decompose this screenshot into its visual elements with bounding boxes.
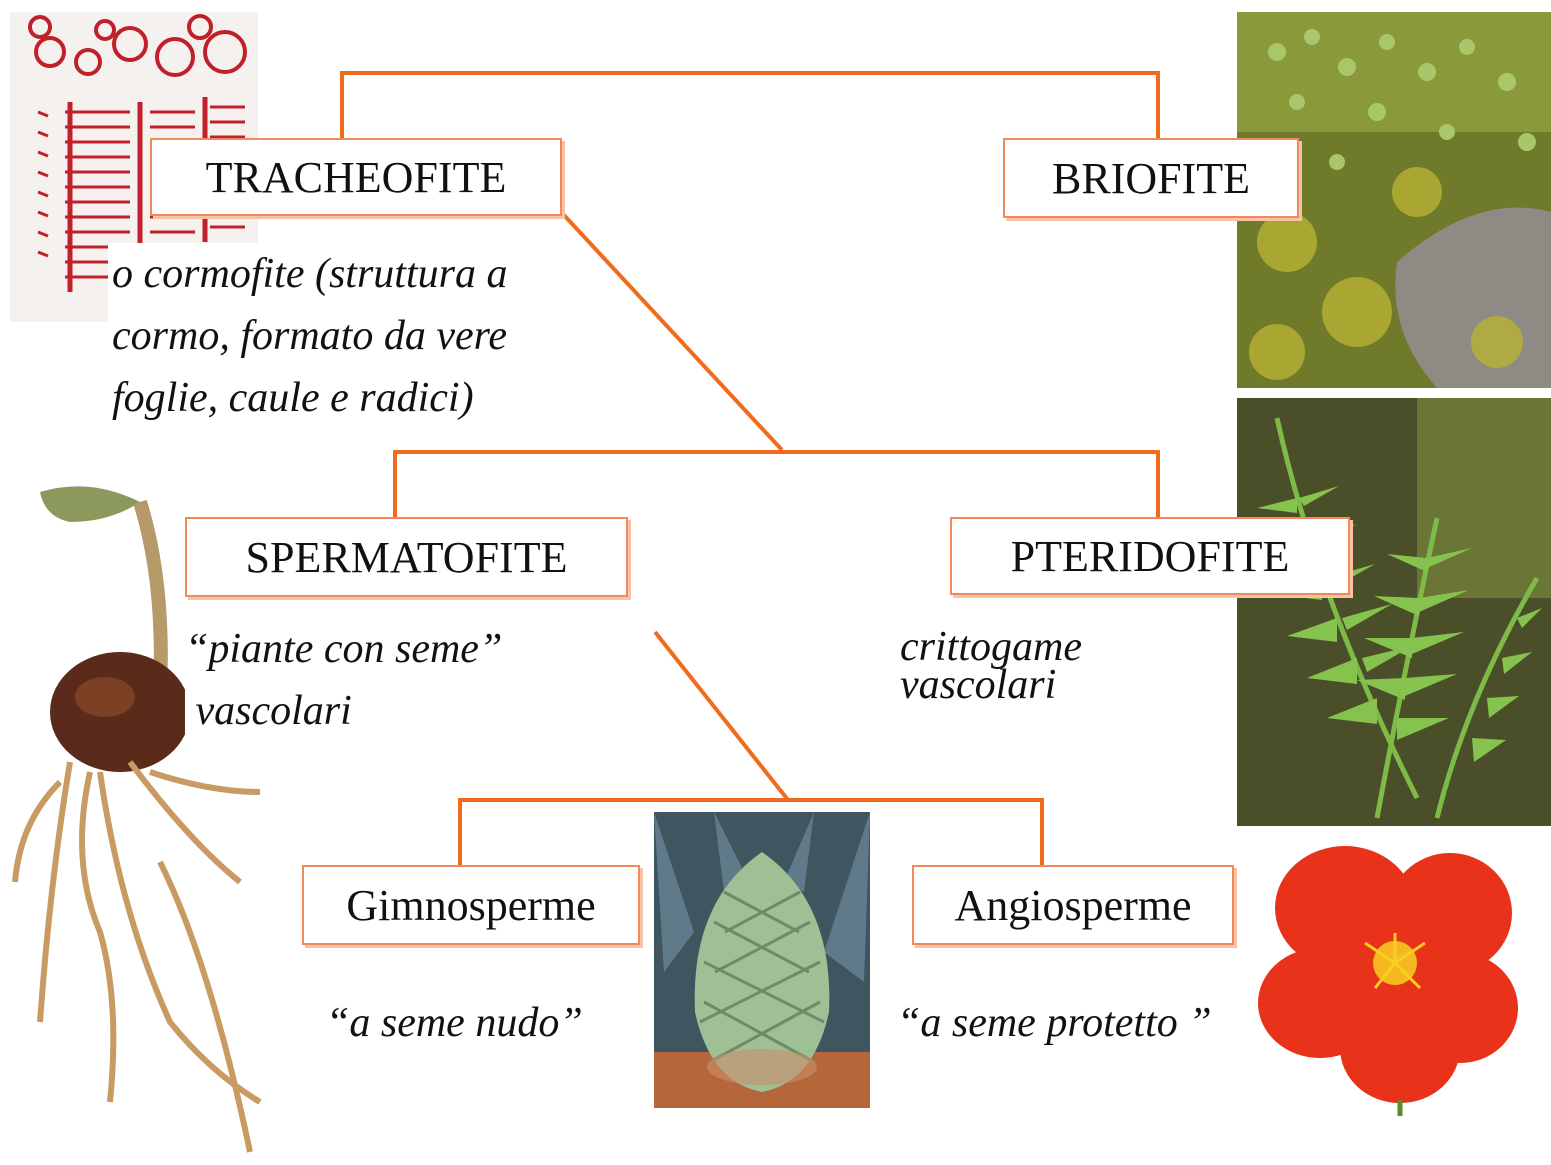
connector-level3 (460, 800, 1042, 865)
note-spermatofite-line-2: vascolari (185, 680, 502, 742)
connector-root (342, 73, 1158, 138)
note-pteridofite-line-2: vascolari (900, 666, 1082, 704)
node-angiosperme: Angiosperme (912, 865, 1234, 945)
note-spermatofite: “piante con seme” vascolari (185, 618, 508, 742)
note-gimnosperme: “a seme nudo” (326, 992, 583, 1054)
connector-tracheofite-branch (562, 213, 782, 450)
note-pteridofite: crittogame vascolari (900, 628, 1082, 704)
node-spermatofite: SPERMATOFITE (185, 517, 628, 597)
node-gimnosperme: Gimnosperme (302, 865, 640, 945)
node-pteridofite: PTERIDOFITE (950, 517, 1350, 595)
note-tracheofite-line-2: cormo, formato da vere (112, 305, 508, 367)
note-spermatofite-line-1: “piante con seme” (185, 618, 502, 680)
note-pteridofite-line-1: crittogame (900, 628, 1082, 666)
note-tracheofite-line-3: foglie, caule e radici) (112, 367, 508, 429)
connector-spermatofite-branch (655, 632, 788, 800)
note-tracheofite-line-1: o cormofite (struttura a (112, 243, 508, 305)
note-angiosperme: “a seme protetto ” (897, 992, 1212, 1054)
note-tracheofite: o cormofite (struttura a cormo, formato … (108, 243, 508, 429)
node-tracheofite: TRACHEOFITE (150, 138, 562, 216)
connector-level2 (395, 452, 1158, 517)
node-briofite: BRIOFITE (1003, 138, 1299, 218)
